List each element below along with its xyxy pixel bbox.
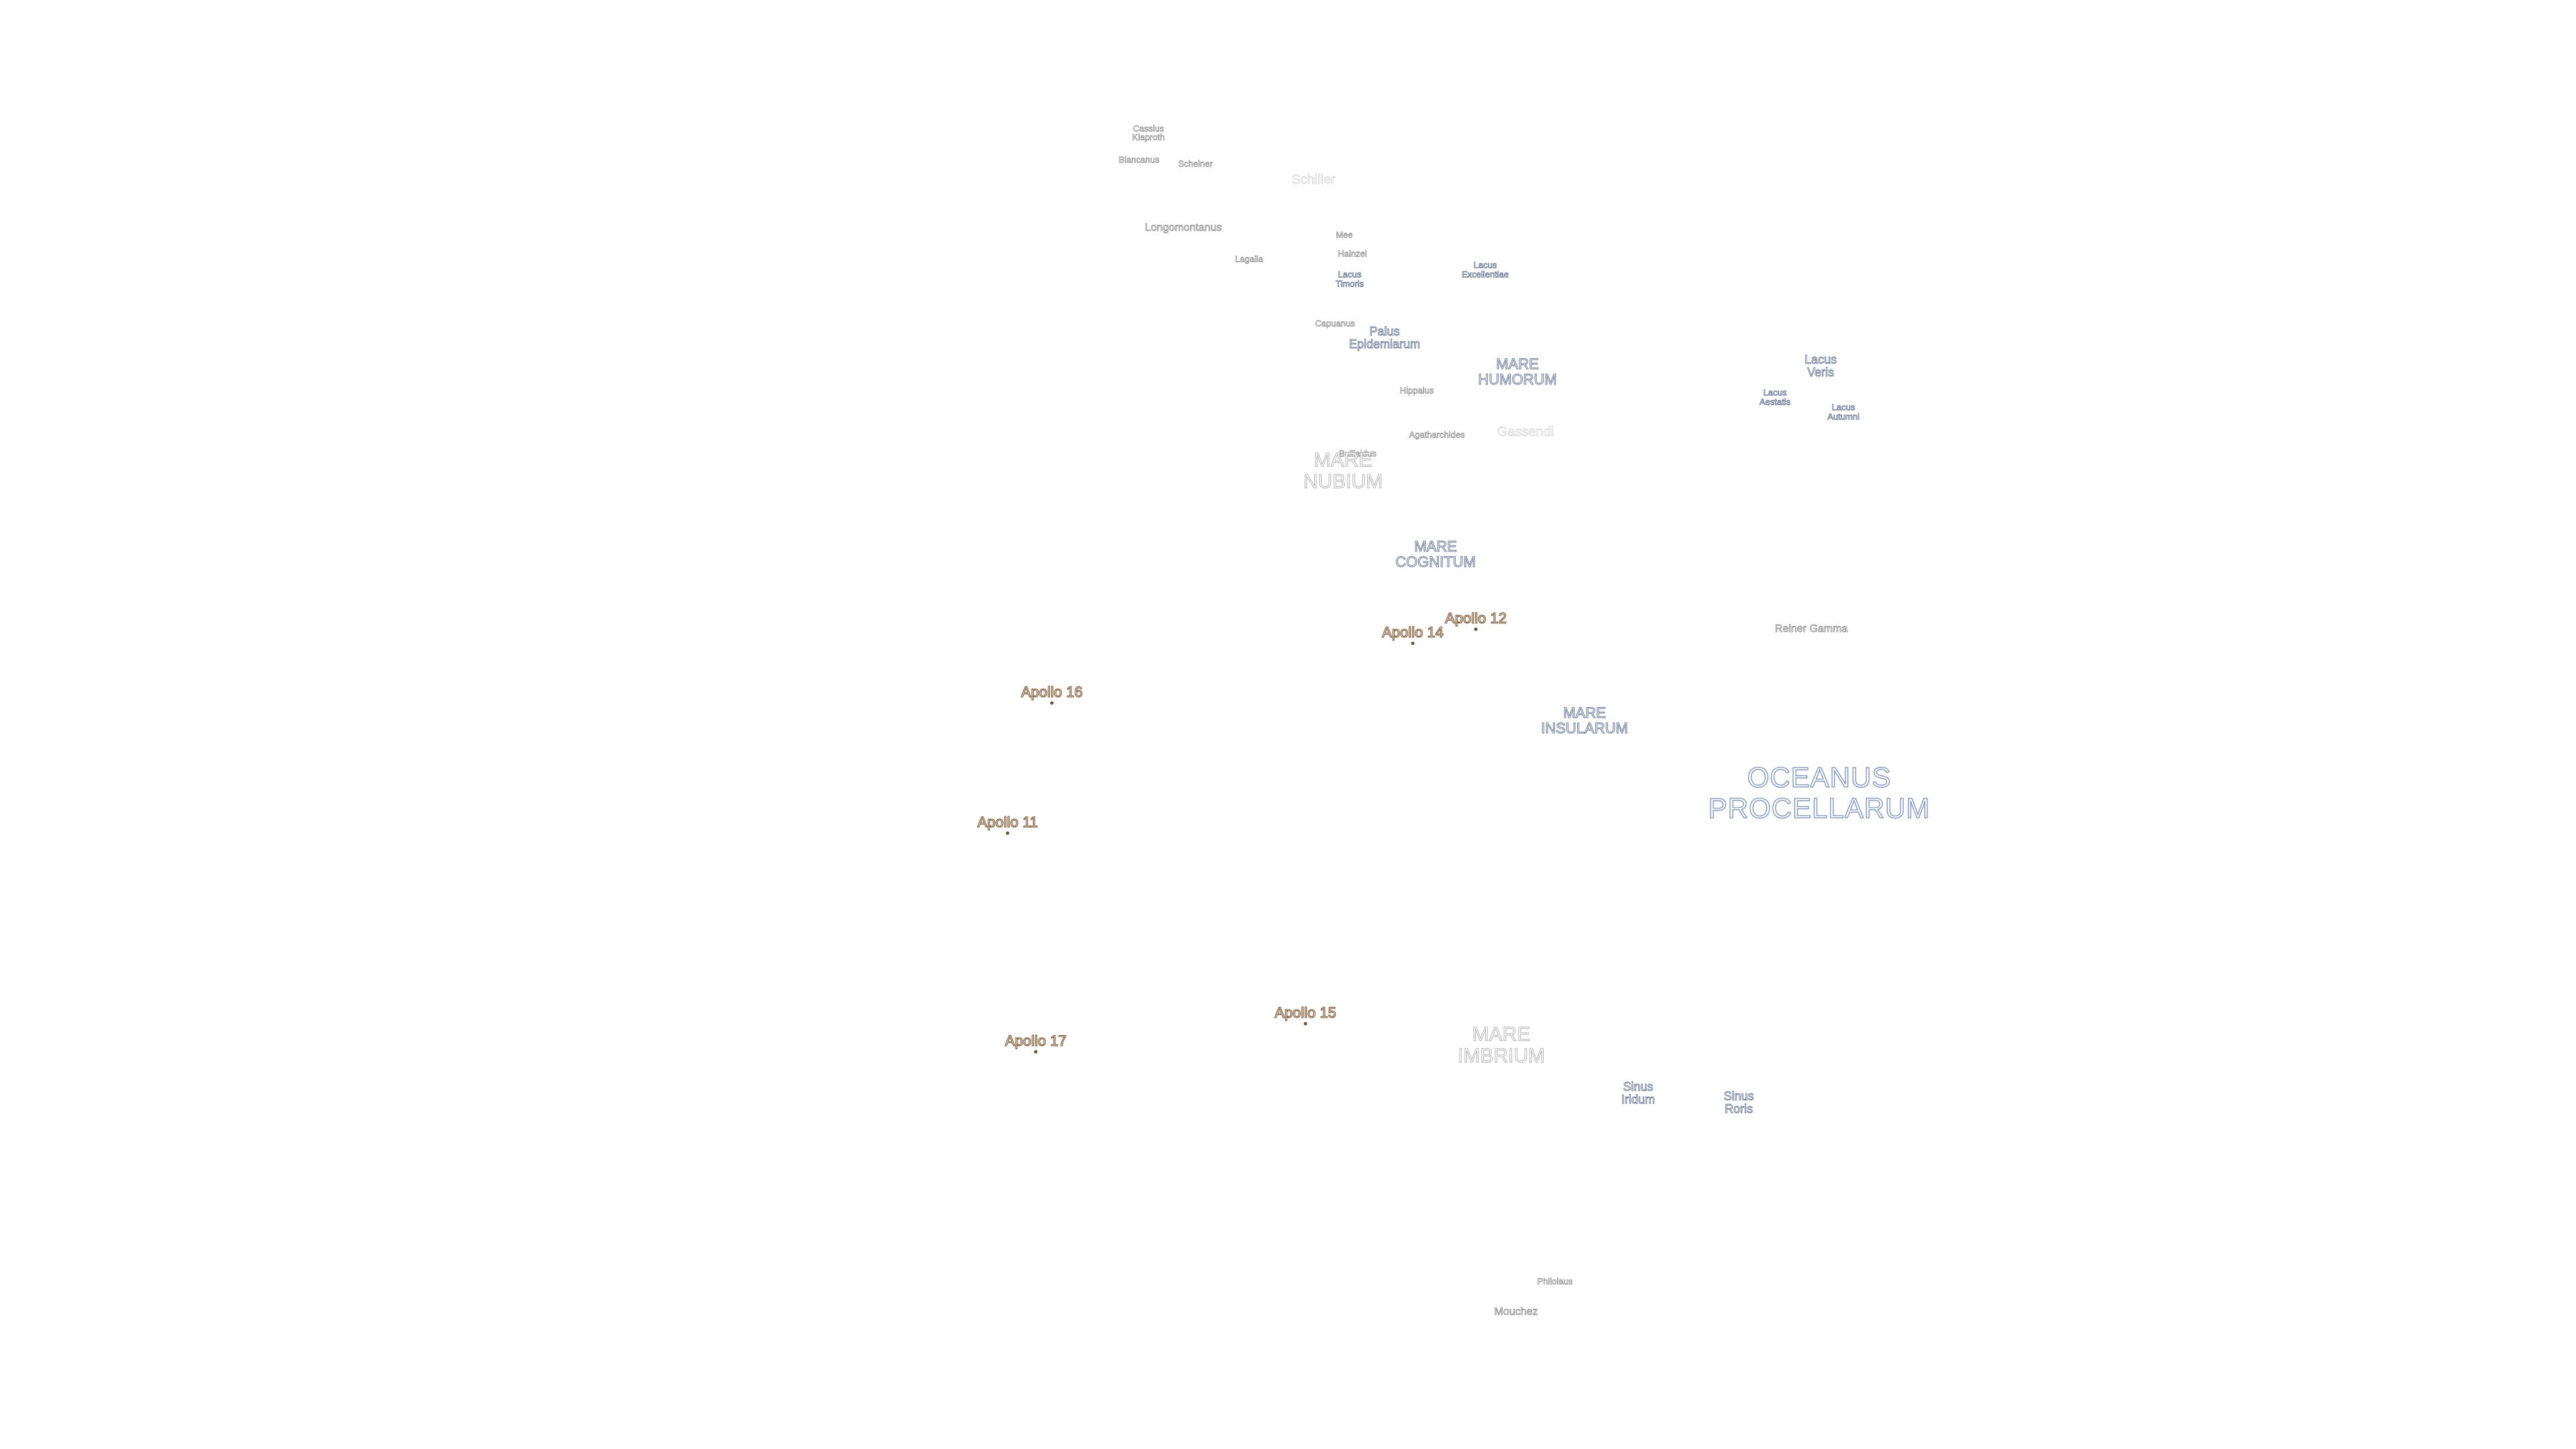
apollo-12-label[interactable]: Apollo 12 <box>1445 610 1507 627</box>
label-reiner-gamma: Reiner Gamma <box>1774 623 1848 635</box>
label-oceanus-procellarum: OCEANUS PROCELLARUM <box>1708 761 1931 824</box>
label-mare-humorum: MARE HUMORUM <box>1478 355 1557 388</box>
apollo-12-site-marker[interactable] <box>1474 627 1478 631</box>
apollo-14-site-marker[interactable] <box>1411 641 1415 645</box>
label-gassendi: Gassendi <box>1497 425 1554 439</box>
label-mare-nubium: MARE NUBIUM <box>1303 449 1383 492</box>
label-hainzel: Hainzel <box>1338 248 1367 259</box>
label-sinus-roris: Sinus Roris <box>1723 1089 1754 1116</box>
label-bullialdus: Bullialdus <box>1339 448 1377 459</box>
apollo-14-label[interactable]: Apollo 14 <box>1382 624 1444 641</box>
apollo-15-label[interactable]: Apollo 15 <box>1275 1004 1337 1021</box>
label-lacus-excellentiae: Lacus Excellentiae <box>1461 260 1509 279</box>
label-longomontanus: Longomontanus <box>1144 222 1222 233</box>
label-mee: Mee <box>1336 229 1353 240</box>
label-agatharchides: Agatharchides <box>1409 429 1465 440</box>
apollo-11-label[interactable]: Apollo 11 <box>977 814 1038 830</box>
label-mare-cognitum: MARE COGNITUM <box>1395 537 1477 570</box>
label-lacus-autumni: Lacus Autumni <box>1827 402 1860 421</box>
label-lagalla: Lagalla <box>1235 254 1264 264</box>
label-mouchez: Mouchez <box>1494 1306 1538 1318</box>
label-schiller: Schiller <box>1291 172 1336 187</box>
label-sinus-iridum: Sinus Iridum <box>1621 1080 1656 1106</box>
label-philolaus: Philolaus <box>1537 1276 1573 1287</box>
label-mare-insularum: MARE INSULARUM <box>1541 704 1629 737</box>
label-lacus-aestatis: Lacus Aestatis <box>1759 387 1791 407</box>
label-hippalus: Hippalus <box>1399 385 1434 396</box>
label-mare-imbrium: MARE IMBRIUM <box>1458 1023 1546 1067</box>
apollo-16-site-marker[interactable] <box>1050 701 1054 705</box>
label-lacus-veris: Lacus Veris <box>1804 353 1837 379</box>
apollo-15-site-marker[interactable] <box>1303 1022 1307 1026</box>
label-blancanus: Blancanus <box>1118 154 1160 165</box>
apollo-17-site-marker[interactable] <box>1034 1050 1038 1054</box>
apollo-16-label[interactable]: Apollo 16 <box>1021 684 1083 700</box>
apollo-11-site-marker[interactable] <box>1006 831 1010 835</box>
apollo-17-label[interactable]: Apollo 17 <box>1005 1032 1067 1049</box>
label-palus-epidemiarum: Palus Epidemiarum <box>1348 325 1421 351</box>
label-scheiner: Scheiner <box>1178 158 1213 169</box>
label-capuanus: Capuanus <box>1315 318 1355 329</box>
label-cassius-klaproth: Cassius Klaproth <box>1132 123 1165 142</box>
label-lacus-timoris: Lacus Timoris <box>1335 269 1364 288</box>
